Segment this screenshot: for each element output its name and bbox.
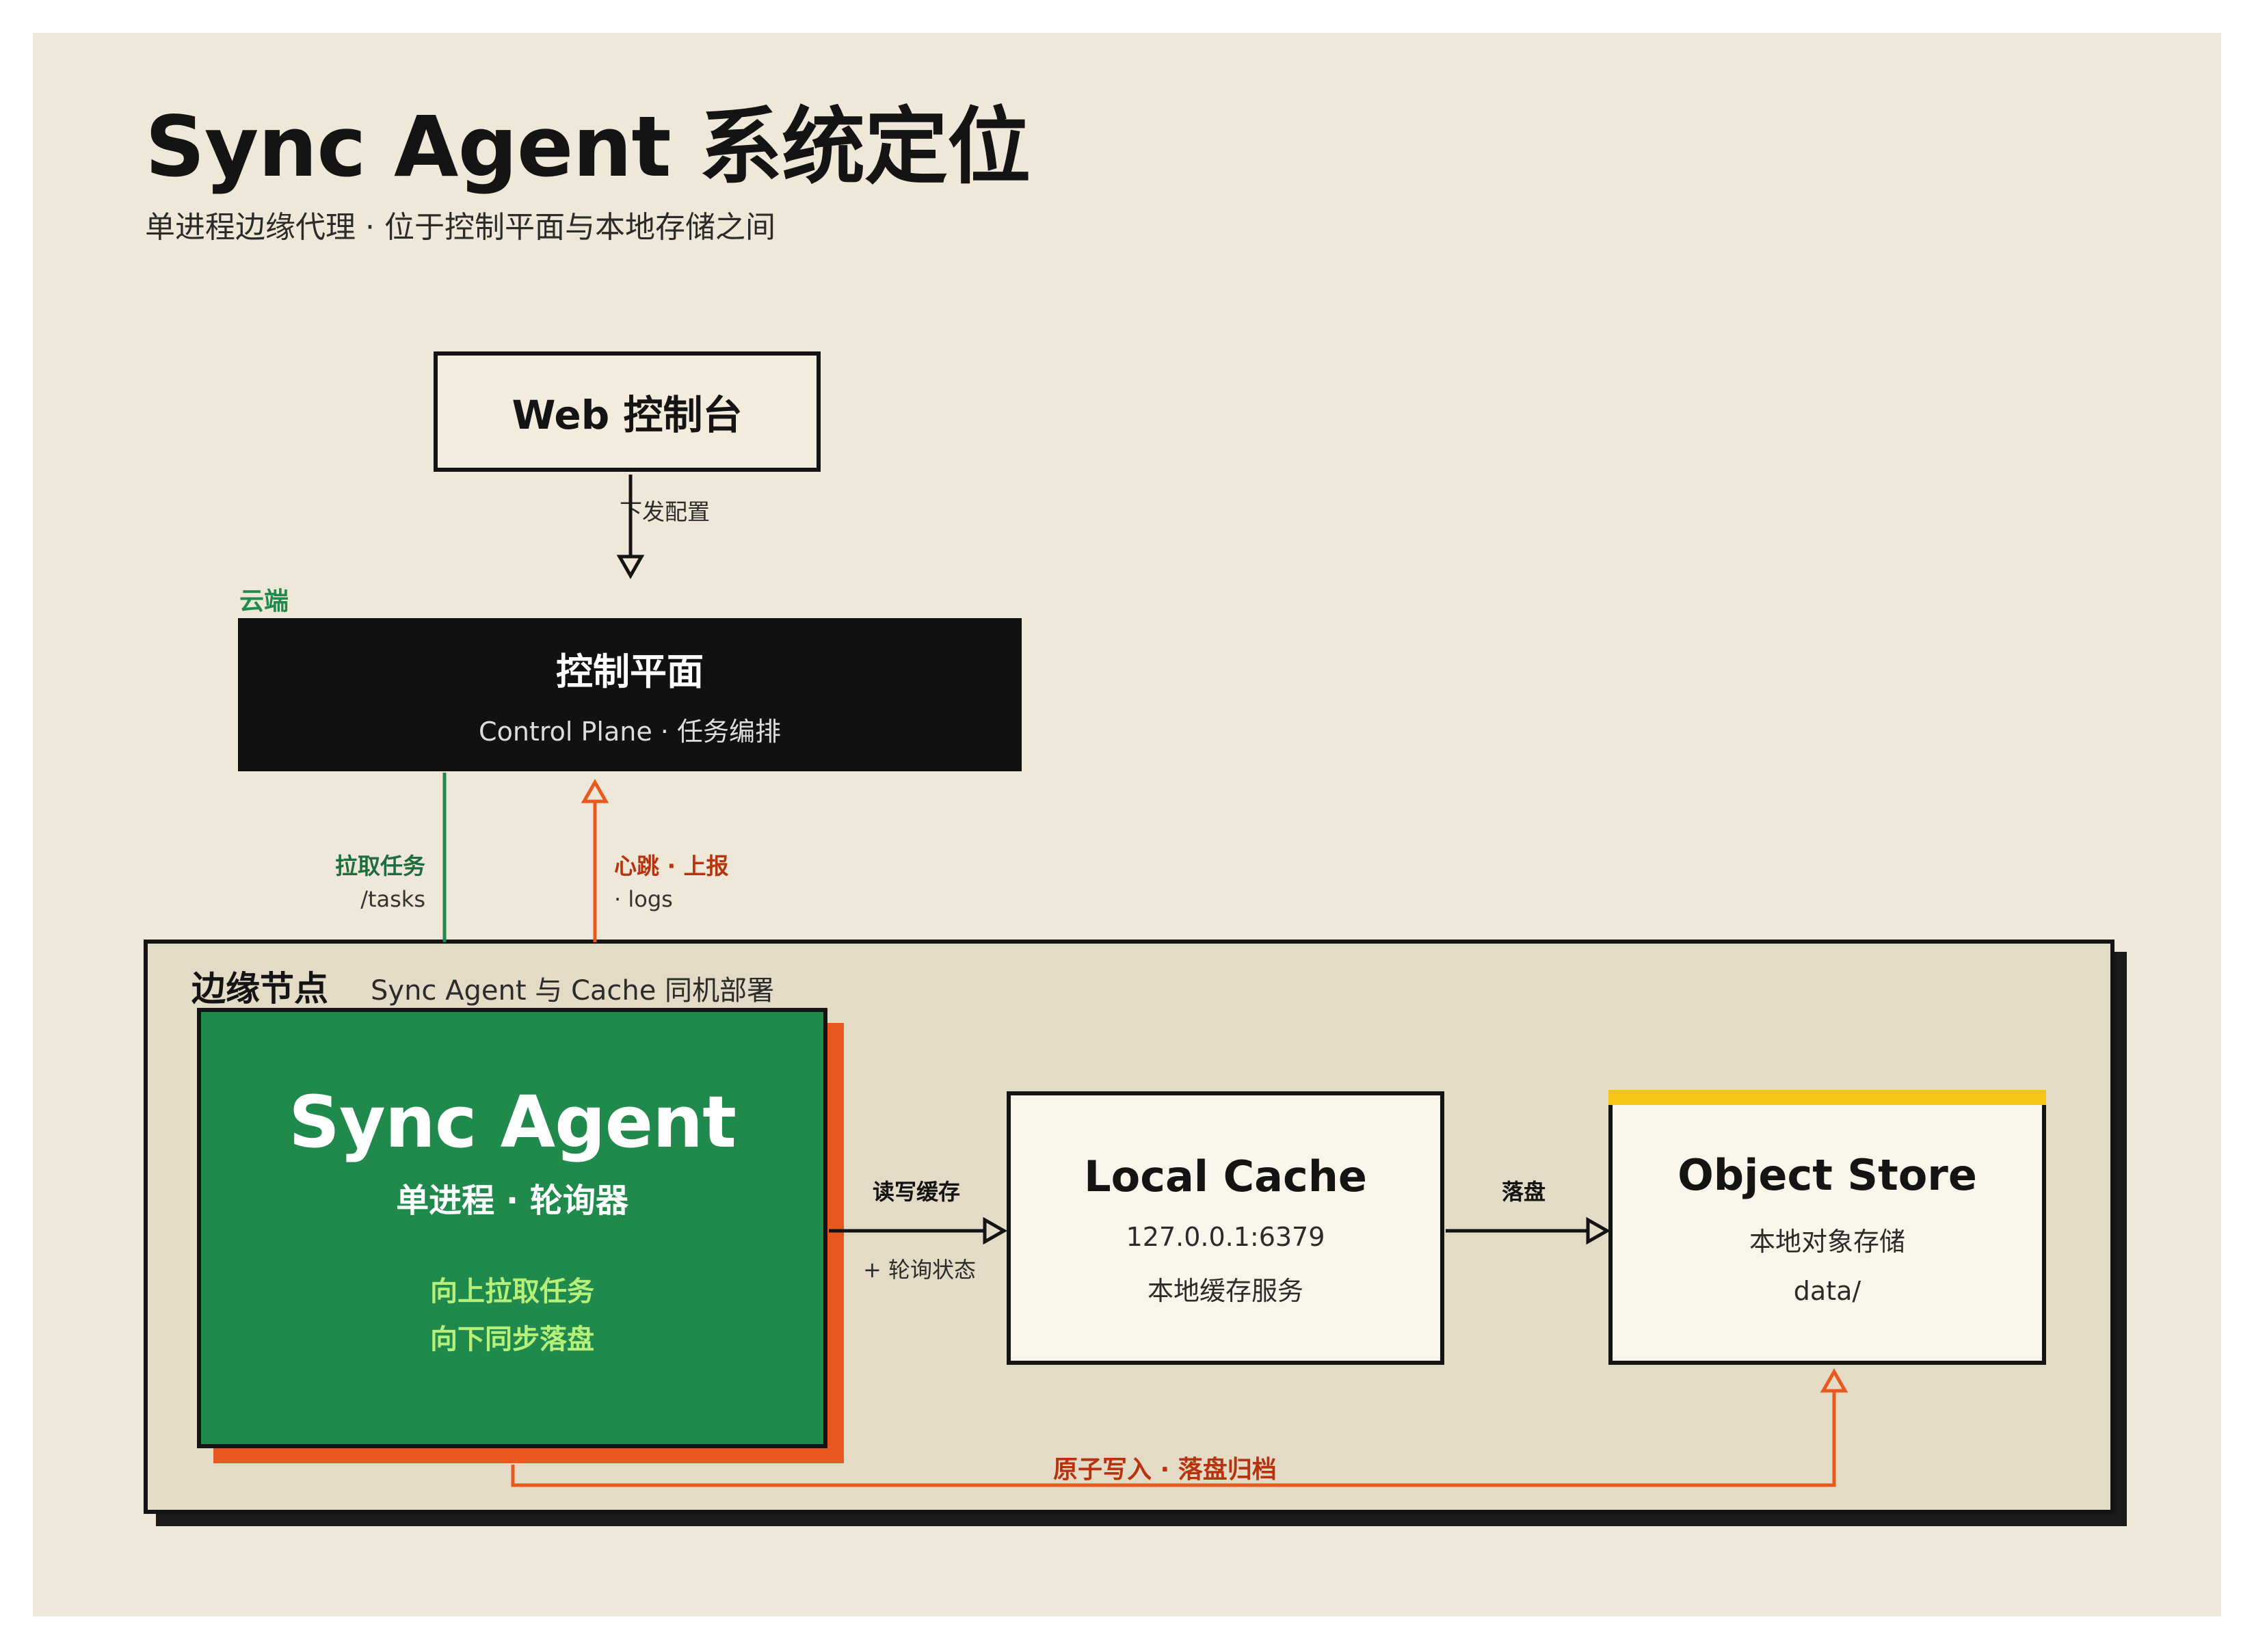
cache-to-store-connector	[1446, 1216, 1611, 1245]
page-title: Sync Agent 系统定位	[145, 98, 1031, 196]
atomic-write-connector	[511, 1368, 1848, 1487]
object-store-path: data/	[1793, 1276, 1861, 1306]
deploy-config-label: 下发配置	[620, 498, 710, 525]
web-console-node: Web 控制台	[434, 351, 821, 472]
local-cache-desc: 本地缓存服务	[1147, 1276, 1303, 1306]
poll-state-label: + 轮询状态	[863, 1257, 976, 1283]
heartbeat-connector	[581, 778, 609, 942]
sync-agent-line-2: 向下同步落盘	[430, 1324, 594, 1355]
atomic-write-label: 原子写入 · 落盘归档	[1053, 1456, 1277, 1484]
sync-agent-node: Sync Agent 单进程 · 轮询器 向上拉取任务 向下同步落盘	[197, 1008, 827, 1448]
pull-tasks-path: /tasks	[360, 886, 425, 912]
heartbeat-label: 心跳 · 上报 · logs	[614, 848, 729, 912]
control-plane-node: 控制平面 Control Plane · 任务编排	[238, 618, 1022, 771]
object-store-desc: 本地对象存储	[1749, 1227, 1905, 1257]
to-disk-label: 落盘	[1502, 1179, 1546, 1205]
control-plane-title: 控制平面	[556, 650, 704, 693]
edge-node-subtitle: Sync Agent 与 Cache 同机部署	[371, 975, 775, 1007]
web-to-control-connector	[616, 475, 645, 580]
read-write-cache-label: 读写缓存	[873, 1179, 961, 1205]
agent-to-cache-connector	[829, 1216, 1008, 1245]
page-subtitle: 单进程边缘代理 · 位于控制平面与本地存储之间	[145, 210, 775, 245]
pull-tasks-title: 拉取任务	[335, 853, 425, 879]
pull-tasks-label: 拉取任务 /tasks	[335, 848, 425, 912]
sync-agent-subtitle: 单进程 · 轮询器	[396, 1182, 628, 1220]
edge-node-title: 边缘节点	[191, 969, 328, 1009]
local-cache-address: 127.0.0.1:6379	[1126, 1222, 1325, 1252]
sync-agent-line-1: 向上拉取任务	[430, 1276, 594, 1307]
web-console-title: Web 控制台	[512, 392, 743, 438]
heartbeat-logs: · logs	[614, 886, 673, 912]
cloud-tag: 云端	[239, 587, 289, 615]
object-store-node: Object Store 本地对象存储 data/	[1608, 1090, 2046, 1365]
local-cache-title: Local Cache	[1084, 1151, 1367, 1201]
sync-agent-title: Sync Agent	[289, 1080, 737, 1164]
local-cache-node: Local Cache 127.0.0.1:6379 本地缓存服务	[1007, 1091, 1444, 1365]
object-store-title: Object Store	[1678, 1150, 1977, 1200]
object-store-accent-bar	[1608, 1090, 2046, 1105]
control-plane-subtitle: Control Plane · 任务编排	[479, 717, 781, 747]
heartbeat-title: 心跳 · 上报	[614, 853, 729, 879]
